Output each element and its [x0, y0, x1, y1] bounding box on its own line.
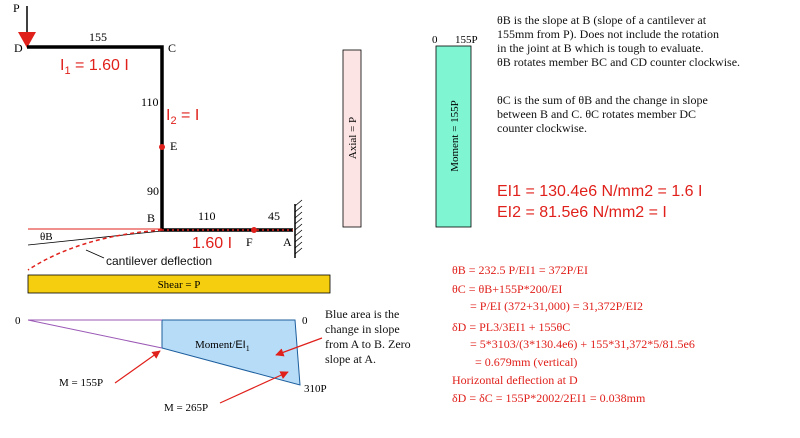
arrow-m155 [114, 350, 161, 384]
label-i1: I1 = 1.60 I [60, 57, 129, 77]
support-hatching [294, 199, 303, 255]
dim-fa: 45 [268, 209, 280, 223]
cantilever-deflection-curve [27, 229, 163, 271]
moment-zero-right: 0 [302, 315, 308, 327]
shear-label: Shear = P [158, 279, 201, 291]
theta-c-note: θC is the sum of θB and the change in sl… [497, 93, 708, 135]
moment-bar-label: Moment = 155P [449, 100, 461, 172]
equation-theta-c-cont: = P/EI (372+31,000) = 31,372P/EI2 [470, 299, 643, 313]
label-m-155p: M = 155P [59, 377, 103, 389]
svg-text:slope at A.: slope at A. [325, 352, 376, 366]
shear-bar [27, 274, 331, 294]
equation-horizontal: δD = δC = 155P*2002/2EI1 = 0.038mm [452, 391, 646, 405]
point-e-marker [159, 144, 165, 150]
tangent-line-black [27, 230, 163, 246]
svg-text:Blue area is the: Blue area is the [325, 307, 399, 321]
dim-lower-bc: 90 [147, 184, 159, 198]
dim-cd: 155 [89, 30, 107, 44]
ei1-value: EI1 = 130.4e6 N/mm2 = 1.6 I [497, 183, 702, 200]
svg-text:from A to B. Zero: from A to B. Zero [325, 337, 411, 351]
moment-slope-line [27, 319, 163, 349]
label-a: A [283, 235, 292, 249]
label-m-265p: M = 265P [164, 402, 208, 414]
svg-text:between B and C. θC rotates m: between B and C. θC rotates member DC [497, 107, 696, 121]
label-i2: I2 = I [166, 107, 199, 127]
svg-text:θB rotates member BC and CD co: θB rotates member BC and CD counter cloc… [497, 55, 740, 69]
svg-text:θC is the sum of θB and the ch: θC is the sum of θB and the change in sl… [497, 93, 708, 107]
deflection-leader [85, 249, 105, 259]
equations-block: θB = 232.5 P/EI1 = 372P/EI θC = θB+155P*… [452, 263, 695, 405]
moment-area [161, 319, 301, 386]
moment-bar [435, 45, 472, 228]
moment-zero-left: 0 [15, 315, 21, 327]
equation-theta-c: θC = θB+155P*200/EI [452, 282, 562, 296]
ei2-value: EI2 = 81.5e6 N/mm2 = I [497, 204, 667, 221]
label-f: F [246, 235, 253, 249]
label-ba-inertia: 1.60 I [192, 235, 232, 252]
point-f-marker [251, 227, 257, 233]
arrow-blue-area [275, 337, 323, 357]
label-p: P [13, 1, 20, 15]
heading-horizontal-deflection: Horizontal deflection at D [452, 373, 578, 387]
equation-theta-b: θB = 232.5 P/EI1 = 372P/EI [452, 263, 588, 277]
moment-bar-top: 155P [455, 34, 478, 46]
svg-text:in the joint at B which is tou: in the joint at B which is tough to eval… [497, 41, 704, 55]
label-cantilever-deflection: cantilever deflection [106, 254, 212, 268]
moment-bar-zero: 0 [432, 34, 438, 46]
equation-delta-d: δD = PL3/3EI1 + 155θC [452, 320, 570, 334]
svg-text:change in slope: change in slope [325, 322, 400, 336]
theta-b-note: θB is the slope at B (slope of a cantile… [497, 13, 740, 69]
axial-label: Axial = P [347, 117, 359, 159]
equation-delta-d-result: = 0.679mm (vertical) [475, 355, 577, 369]
dim-upper-bc: 110 [141, 95, 159, 109]
label-e: E [170, 139, 177, 153]
axial-bar [342, 49, 362, 228]
label-b: B [147, 211, 155, 225]
svg-text:θB is the slope at B (slope of: θB is the slope at B (slope of a cantile… [497, 13, 707, 27]
blue-area-note: Blue area is the change in slope from A … [325, 307, 411, 366]
load-arrowhead [18, 32, 36, 48]
dim-bf: 110 [198, 209, 216, 223]
label-d: D [14, 41, 23, 55]
label-c: C [168, 41, 176, 55]
label-theta-b: θB [40, 231, 53, 243]
equation-delta-d-sub: = 5*3103/(3*130.4e6) + 155*31,372*5/81.5… [470, 337, 695, 351]
arrow-m265 [219, 371, 289, 404]
svg-text:counter clockwise.: counter clockwise. [497, 121, 587, 135]
moment-area-label: Moment/EI1 [195, 339, 250, 353]
svg-text:155mm from P). Does not inclu: 155mm from P). Does not include the rota… [497, 27, 719, 41]
label-310p: 310P [304, 383, 327, 395]
